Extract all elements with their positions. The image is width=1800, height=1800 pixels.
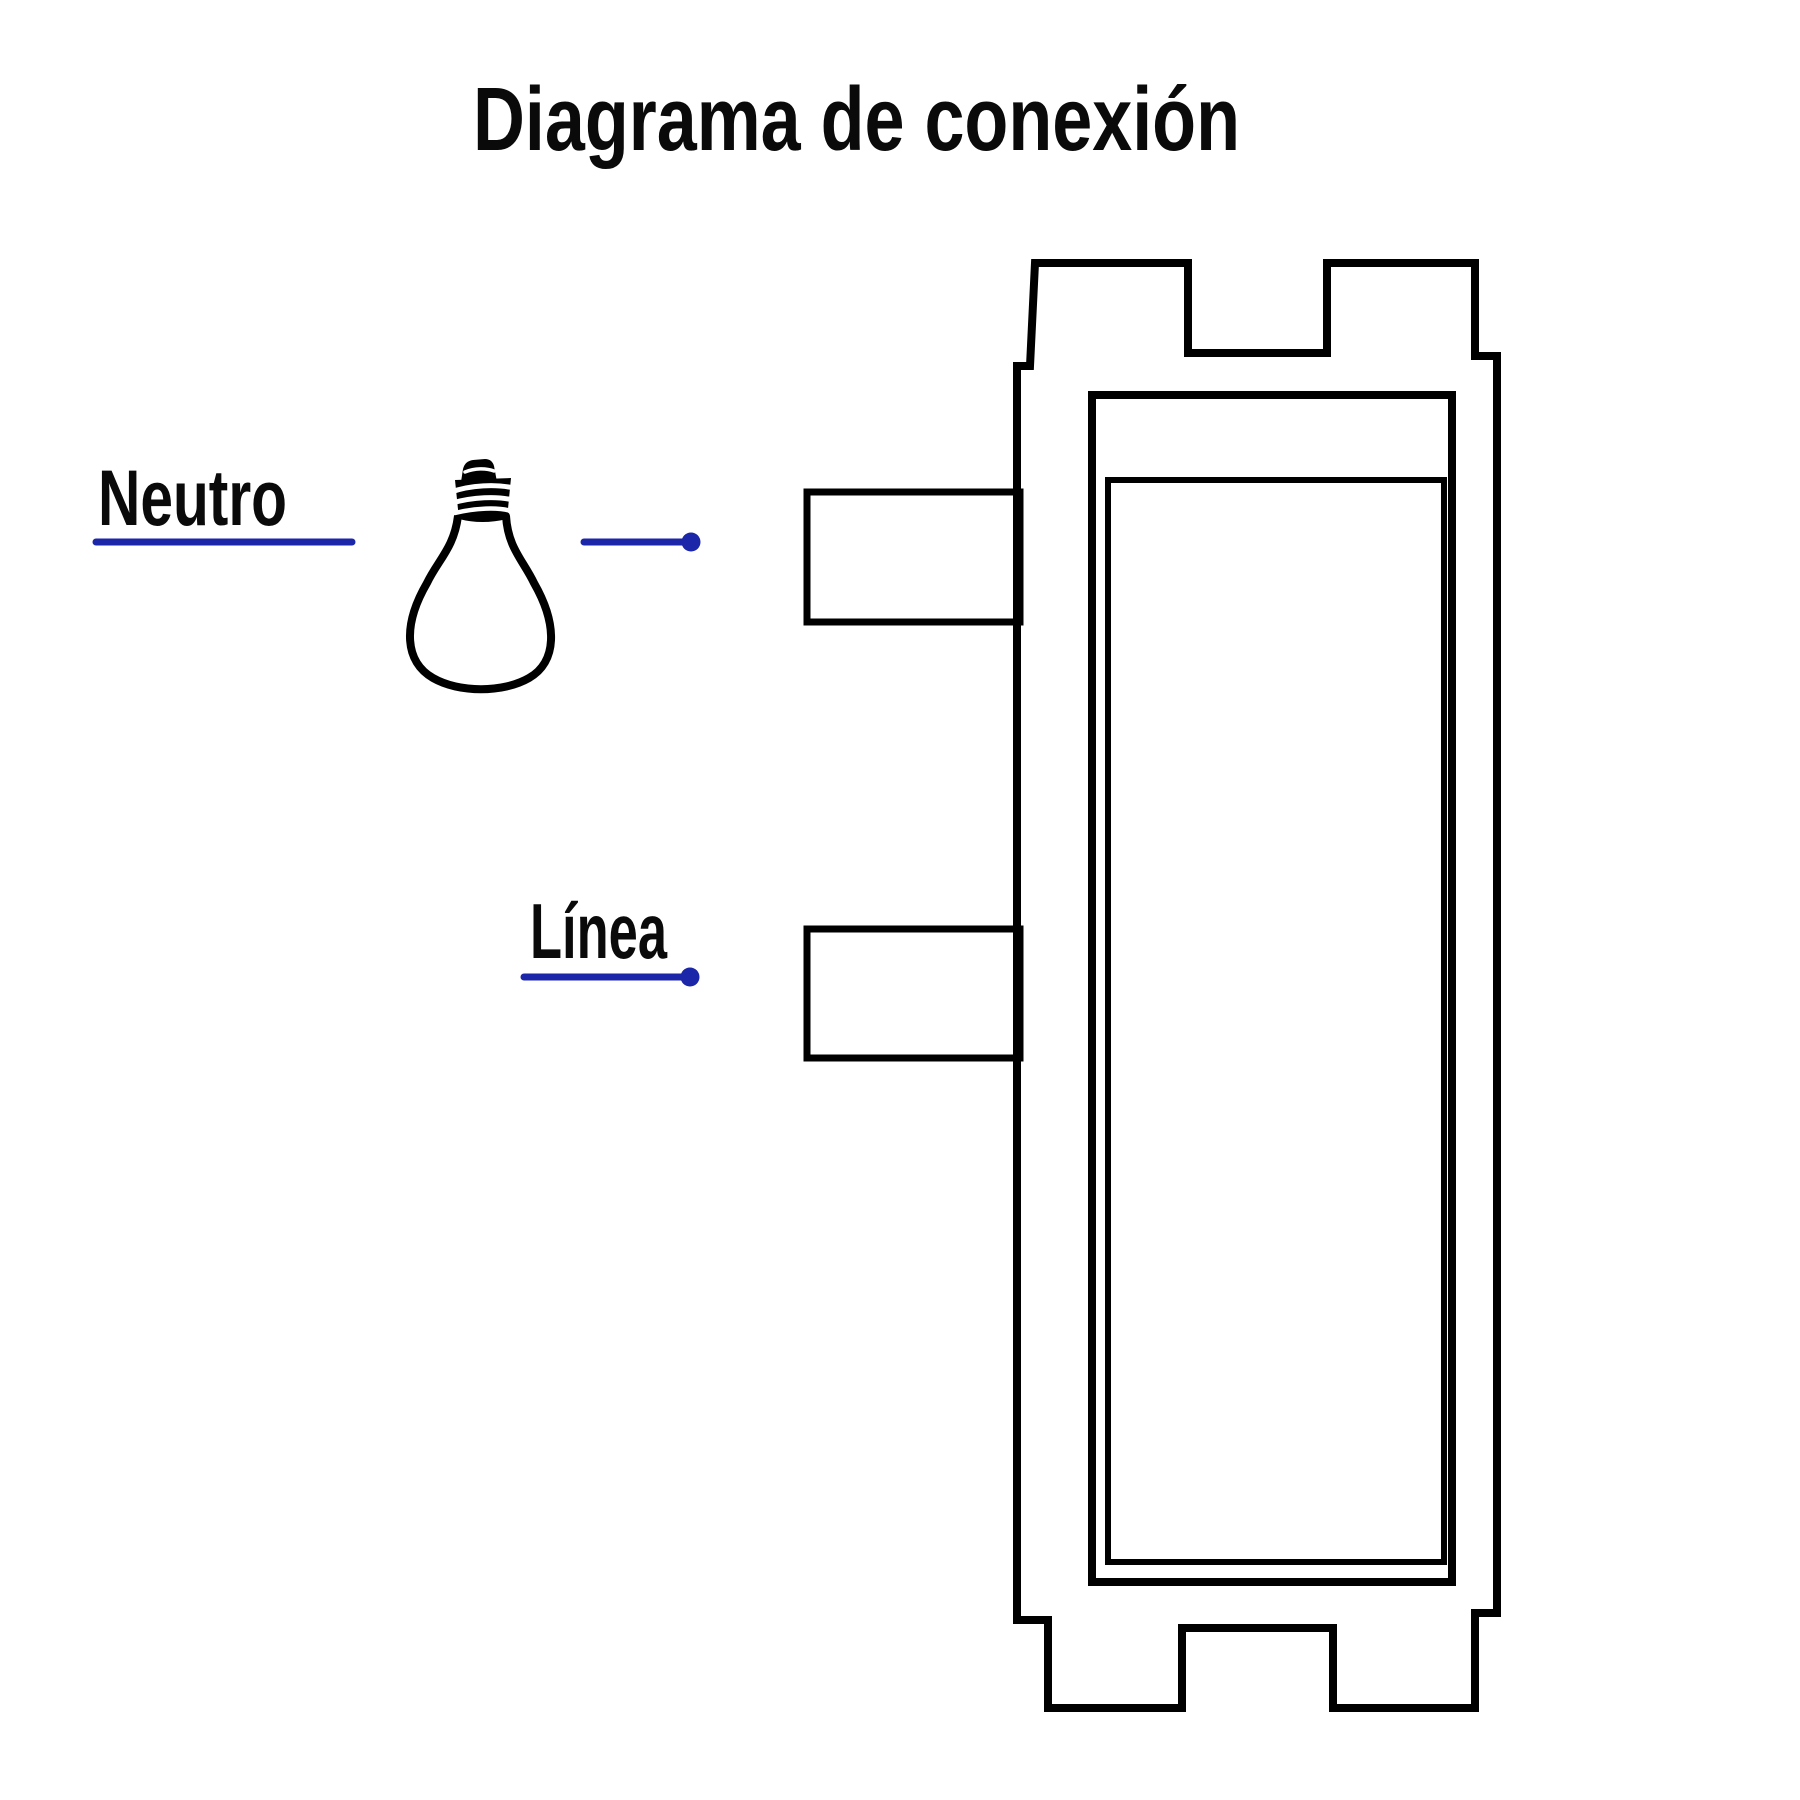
terminal-lower [803,925,1024,1062]
page-title: Diagrama de conexión [473,70,1240,170]
bulb-base-thread-1 [448,483,517,495]
inner-frame-inner [1105,477,1447,1565]
bulb-glass [405,512,556,694]
bulb-base-thread-3 [452,506,514,516]
line-wire-dot [680,967,700,987]
neutral-wire-dot [681,532,701,552]
bulb-base-thread-2 [449,495,516,506]
terminal-upper [803,488,1024,626]
neutral-label: Neutro [98,453,287,542]
light-bulb-icon [405,459,556,694]
inner-frame-outer [1088,391,1456,1586]
bulb-base-tip [461,459,497,482]
line-label: Línea [530,887,667,975]
switch-device [803,259,1501,1712]
bulb-base-thread-4 [463,467,496,474]
device-body-outline [1013,259,1501,1712]
